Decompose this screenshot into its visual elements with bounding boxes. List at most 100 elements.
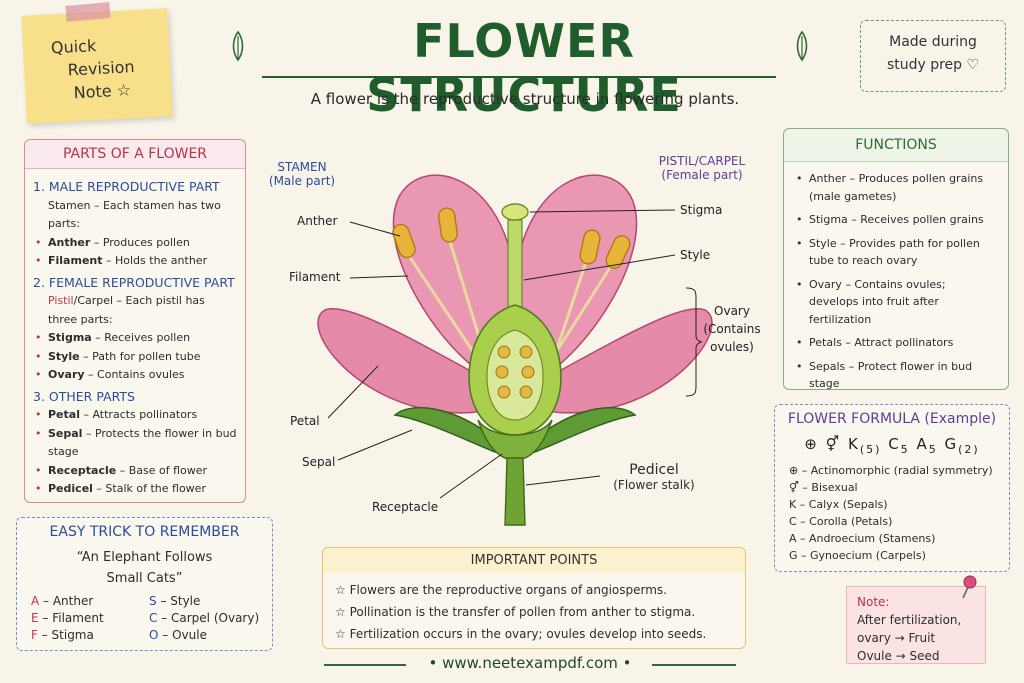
- trick-text: – Filament: [38, 611, 104, 625]
- leaf-left-icon: [232, 30, 244, 62]
- leader-stigma: [529, 209, 676, 213]
- note-line-1: After fertilization,: [857, 613, 962, 627]
- leader-filament: [349, 275, 409, 279]
- quick-revision-sticky-note: Quick Revision Note ☆: [21, 8, 173, 124]
- item-name: Ovary: [48, 368, 85, 381]
- note-card: Note: After fertilization, ovary → Fruit…: [846, 586, 986, 664]
- easy-trick-card: EASY TRICK TO REMEMBER “An Elephant Foll…: [16, 517, 273, 651]
- list-item: Petal – Attracts pollinators: [33, 406, 237, 425]
- item-desc: – Base of flower: [116, 463, 208, 477]
- label-anther: Anther: [297, 214, 338, 228]
- important-heading: IMPORTANT POINTS: [323, 548, 745, 573]
- leader-style: [523, 254, 676, 281]
- pistil-highlight: Pistil: [48, 294, 74, 307]
- legend-item: ⚥ – Bisexual: [789, 481, 858, 494]
- receptacle: [477, 419, 553, 461]
- note-line-3: Ovule → Seed: [857, 649, 940, 663]
- trick-text: – Anther: [39, 594, 94, 608]
- actinomorphic-symbol: ⊕: [804, 435, 819, 453]
- formula-k: K: [847, 435, 860, 453]
- label-style: Style: [680, 248, 711, 262]
- male-intro: Stamen – Each stamen has two parts:: [48, 198, 221, 231]
- formula-expression: ⊕ ⚥ K(5) C5 A5 G(2): [775, 435, 1009, 456]
- footer-rule-right: [652, 664, 736, 666]
- leader-pedicel: [525, 475, 601, 486]
- item-name: Style: [48, 349, 80, 363]
- stamen-title: STAMEN: [277, 160, 327, 174]
- list-item: Ovary – Contains ovules: [33, 366, 237, 385]
- parts-of-flower-card: PARTS OF A FLOWER 1. MALE REPRODUCTIVE P…: [24, 139, 246, 503]
- ovary-sub-1: (Contains: [703, 322, 761, 336]
- item-desc: – Produces pollen: [90, 235, 190, 249]
- anther-right-2: [579, 229, 601, 265]
- female-intro-rest: /Carpel – Each pistil has three parts:: [48, 294, 205, 326]
- functions-card: FUNCTIONS Anther – Produces pollen grain…: [783, 128, 1009, 390]
- ovary-chamber: [486, 329, 544, 421]
- list-item: Pedicel – Stalk of the flower: [33, 480, 237, 499]
- trick-quote-line-1: “An Elephant Follows: [76, 550, 213, 565]
- ovule: [497, 385, 511, 399]
- trick-item: S – Style: [149, 594, 279, 608]
- formula-k-sub: (5): [859, 443, 882, 456]
- list-item: Sepals – Protect flower in bud stage: [794, 358, 998, 393]
- sticky-line-3: Note ☆: [73, 80, 132, 103]
- item-desc: – Holds the anther: [102, 254, 208, 267]
- stamen-label: STAMEN (Male part): [262, 160, 342, 188]
- ovule: [497, 345, 511, 359]
- formula-c-sub: 5: [900, 443, 910, 456]
- list-item: Style – Path for pollen tube: [33, 348, 237, 367]
- item-desc: – Receives pollen: [91, 331, 191, 344]
- item-name: Filament: [48, 254, 103, 267]
- pistil-sub: (Female part): [661, 168, 743, 182]
- leader-petal: [327, 365, 379, 419]
- stigma-head: [501, 203, 529, 221]
- flower-formula-card: FLOWER FORMULA (Example) ⊕ ⚥ K(5) C5 A5 …: [774, 404, 1010, 572]
- trick-quote-line-2: Small Cats”: [106, 571, 183, 586]
- label-ovary: Ovary (Contains ovules): [703, 302, 761, 356]
- list-item: Petals – Attract pollinators: [794, 334, 998, 352]
- anther-right-1: [605, 235, 631, 269]
- male-section-title: 1. MALE REPRODUCTIVE PART: [33, 179, 220, 194]
- note-title: Note:: [857, 595, 890, 609]
- item-desc: – Stalk of the flower: [92, 482, 206, 495]
- list-item: Anther – Produces pollen: [33, 234, 237, 253]
- label-stigma: Stigma: [680, 203, 723, 217]
- legend-item: A – Androecium (Stamens): [789, 532, 936, 545]
- list-item: Ovary – Contains ovules; develops into f…: [794, 276, 998, 329]
- made-line-2: study prep ♡: [886, 57, 980, 73]
- trick-letter: O: [149, 628, 159, 642]
- ovule: [519, 345, 533, 359]
- item-desc: – Path for pollen tube: [79, 349, 201, 363]
- filament-left-1: [403, 249, 484, 366]
- label-petal: Petal: [290, 414, 320, 428]
- trick-item: A – Anther: [31, 594, 149, 608]
- note-line-2: ovary → Fruit: [857, 631, 936, 645]
- made-line-1: Made during: [889, 34, 977, 50]
- female-section-title: 2. FEMALE REPRODUCTIVE PART: [33, 274, 235, 290]
- ovule: [495, 365, 509, 379]
- pedicel-title: Pedicel: [629, 462, 679, 478]
- item-desc: – Contains ovules: [84, 368, 185, 381]
- stamen-sub: (Male part): [268, 174, 336, 188]
- title-underline: [262, 76, 776, 78]
- leaf-right-icon: [796, 30, 808, 62]
- trick-item: O – Ovule: [149, 628, 279, 642]
- formula-a-sub: 5: [928, 443, 938, 456]
- item-desc: – Protects the flower in bud stage: [48, 426, 237, 459]
- list-item: ☆ Fertilization occurs in the ovary; ovu…: [335, 627, 707, 641]
- important-points-card: IMPORTANT POINTS ☆ Flowers are the repro…: [322, 547, 746, 649]
- list-item: Sepal – Protects the flower in bud stage: [33, 425, 237, 462]
- trick-text: – Ovule: [158, 628, 207, 642]
- pedicel-sub: (Flower stalk): [613, 478, 695, 492]
- trick-item: E – Filament: [31, 611, 149, 625]
- petal-right: [513, 308, 713, 414]
- ovary-title: Ovary: [714, 304, 750, 318]
- other-section-title: 3. OTHER PARTS: [33, 388, 135, 404]
- item-name: Petal: [48, 408, 80, 421]
- ovule: [519, 385, 533, 399]
- functions-heading: FUNCTIONS: [784, 129, 1008, 162]
- ovary-bracket: [685, 287, 703, 397]
- anther-left-2: [438, 207, 458, 243]
- trick-item: F – Stigma: [31, 628, 149, 642]
- trick-letter: E: [31, 611, 39, 625]
